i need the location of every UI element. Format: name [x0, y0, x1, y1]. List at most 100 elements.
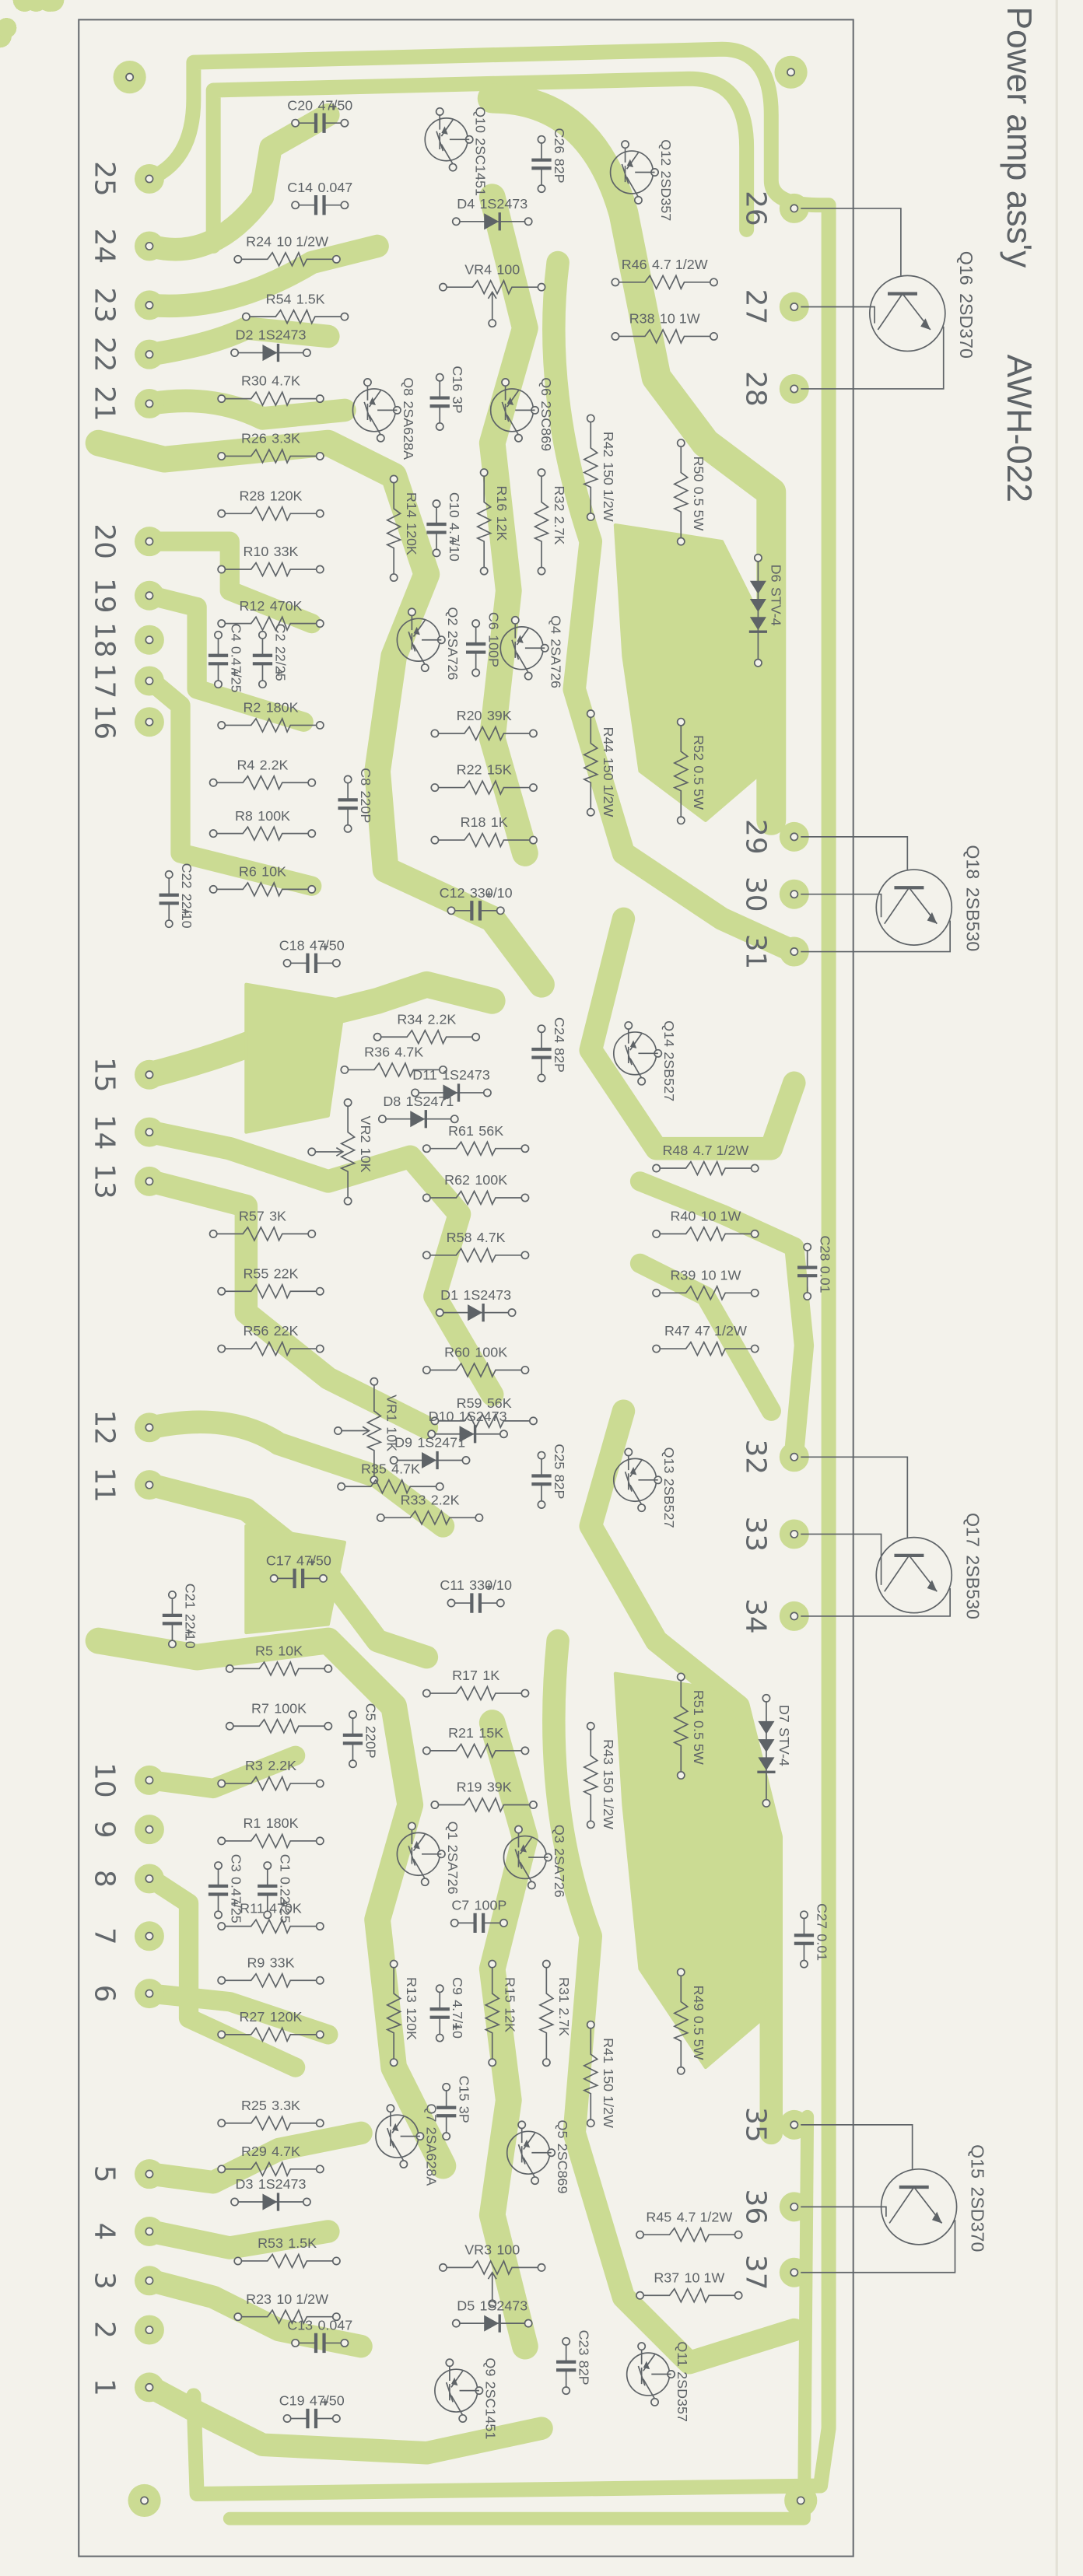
solder-pad — [145, 1776, 154, 1785]
solder-pad — [217, 451, 226, 460]
component-value: 0.047 — [317, 180, 352, 195]
solder-pad — [790, 1452, 799, 1461]
symbol-line — [659, 1160, 752, 1177]
component-label-r16: R1612K — [494, 485, 510, 541]
solder-pad — [517, 2120, 527, 2130]
capacitor-symbol — [450, 1913, 508, 1934]
symbol-line — [348, 1061, 440, 1078]
solder-pad — [513, 1825, 523, 1834]
solder-pad — [750, 1344, 759, 1353]
solder-pad — [537, 1073, 546, 1083]
component-value: 2SD357 — [675, 2371, 690, 2422]
component-value: 2SA628A — [423, 2127, 439, 2186]
symbol-line — [619, 274, 711, 291]
solder-pad — [145, 1070, 154, 1080]
solder-pad — [479, 468, 489, 478]
terminal-4 — [145, 2227, 154, 2236]
resistor-symbol — [233, 250, 341, 268]
symbol-line — [241, 250, 334, 268]
component-value: 150 1/2W — [601, 1769, 616, 1829]
component-ref: R12 — [239, 598, 265, 614]
solder-pad — [363, 378, 372, 387]
component-value: 150 1/2W — [601, 462, 616, 522]
solder-pad — [307, 884, 317, 894]
solder-pad — [435, 1308, 444, 1318]
solder-pad — [790, 2268, 799, 2277]
polarity-plus — [185, 1629, 192, 1636]
diode-symbol — [230, 2193, 311, 2211]
symbol-line — [801, 920, 952, 953]
solder-pad — [214, 680, 223, 689]
solder-pad — [586, 1820, 595, 1829]
component-ref: R32 — [552, 485, 567, 511]
terminal-22 — [145, 350, 154, 359]
electrolytic-capacitor-symbol — [159, 870, 189, 929]
terminal-number: 7 — [88, 1927, 120, 1945]
terminal-1 — [145, 2382, 154, 2392]
trace — [579, 907, 806, 1160]
component-ref: R42 — [601, 432, 616, 457]
solder-pad — [337, 1482, 346, 1491]
symbol-line — [436, 114, 470, 165]
solder-pad — [377, 1115, 387, 1124]
component-value: 56K — [478, 1123, 503, 1139]
power-transistor-q17 — [801, 1456, 953, 1617]
component-ref: R57 — [239, 1209, 265, 1224]
solder-pad — [217, 1344, 226, 1353]
component-value: 15K — [478, 1725, 503, 1741]
solder-pad — [799, 1959, 808, 1969]
solder-pad — [233, 2256, 243, 2266]
solder-pad — [790, 384, 799, 394]
component-value: 1S2473 — [479, 196, 527, 212]
transistor-symbol — [499, 615, 549, 681]
resistor-symbol — [533, 468, 550, 576]
component-ref: R60 — [444, 1345, 470, 1360]
component-value: 100K — [475, 1172, 507, 1188]
solder-pad — [241, 312, 251, 321]
diode-triangle — [262, 345, 278, 362]
solder-pad — [340, 1065, 349, 1074]
component-ref: R53 — [258, 2235, 283, 2251]
component-label-q10: Q102SC1451 — [473, 107, 489, 196]
component-ref: R27 — [239, 2009, 265, 2025]
component-label-r50: R500.5 5W — [691, 456, 706, 530]
symbol-line — [643, 2287, 735, 2304]
solder-pad — [528, 1801, 538, 1809]
component-ref: VR1 — [384, 1395, 400, 1422]
resistor-symbol — [373, 1028, 481, 1045]
component-ref: Q5 — [555, 2120, 570, 2139]
solder-pad — [488, 1959, 497, 1969]
component-value: 2SC1451 — [482, 2382, 498, 2440]
terminal-number: 13 — [88, 1164, 120, 1199]
solder-pad — [435, 373, 444, 382]
capacitor-plates — [314, 2333, 326, 2354]
polarity-plus — [182, 908, 189, 916]
solder-pad — [331, 958, 341, 968]
solder-pad — [422, 1746, 431, 1755]
solder-pad — [145, 1128, 154, 1137]
component-value: 1S2473 — [463, 1287, 511, 1303]
component-ref: Q11 — [675, 2341, 690, 2367]
terminal-31 — [790, 947, 799, 957]
terminal-number: 5 — [88, 2165, 120, 2183]
component-value: 1K — [482, 1668, 499, 1683]
polarity-plus — [485, 1583, 492, 1591]
solder-pad — [586, 2020, 595, 2029]
resistor-symbol — [376, 1509, 484, 1526]
resistor-symbol — [430, 831, 538, 849]
terminal-12 — [145, 1423, 154, 1432]
solder-pad — [225, 1664, 234, 1673]
component-value: 100 — [496, 261, 520, 277]
symbol-line — [582, 422, 599, 514]
capacitor-plates — [470, 1593, 482, 1613]
component-ref: Q3 — [552, 1825, 567, 1843]
solder-pad — [315, 1779, 324, 1788]
